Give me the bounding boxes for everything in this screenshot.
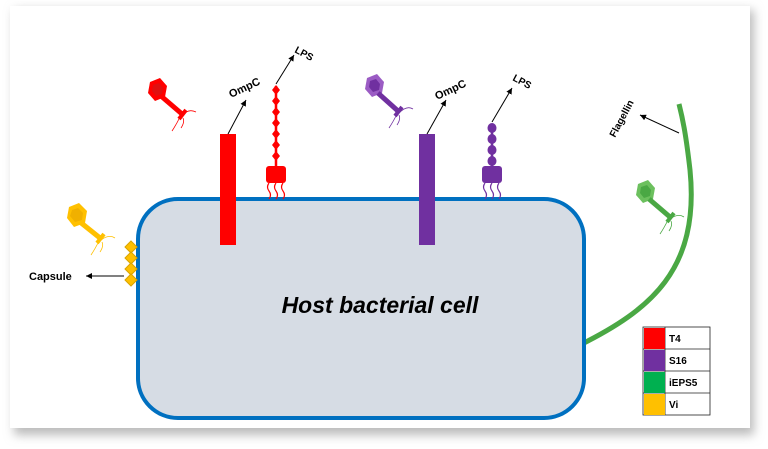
vi-phage-icon [67,203,116,256]
ompc-purple-arrow [426,99,447,135]
flagellin-arrow [639,114,680,134]
lps-purple [482,123,502,200]
legend-swatch-s16 [644,350,665,371]
lps-red [266,85,286,200]
ieps5-phage-icon [636,180,685,235]
host-cell [136,197,586,420]
ompc-receptor-red [220,134,236,245]
ompc-receptor-purple [419,134,435,245]
flagellum [578,103,694,348]
t4-phage-icon [148,78,197,132]
lps-purple-arrow [491,87,513,123]
legend-label-t4: T4 [669,334,681,345]
legend-swatch-ieps5 [644,372,665,393]
capsule-label: Capsule [29,271,72,283]
lps-red-arrow [275,54,295,85]
legend-swatch-t4 [644,328,665,349]
legend-label-s16: S16 [669,356,687,367]
legend-label-vi: Vi [669,400,678,411]
host-cell-label: Host bacterial cell [282,292,479,318]
legend: T4 S16 iEPS5 Vi [642,326,711,416]
ompc-red-arrow [227,99,247,135]
legend-label-ieps5: iEPS5 [669,378,698,389]
legend-swatch-vi [644,394,665,415]
s16-phage-icon [365,74,414,129]
capsule [124,240,138,287]
